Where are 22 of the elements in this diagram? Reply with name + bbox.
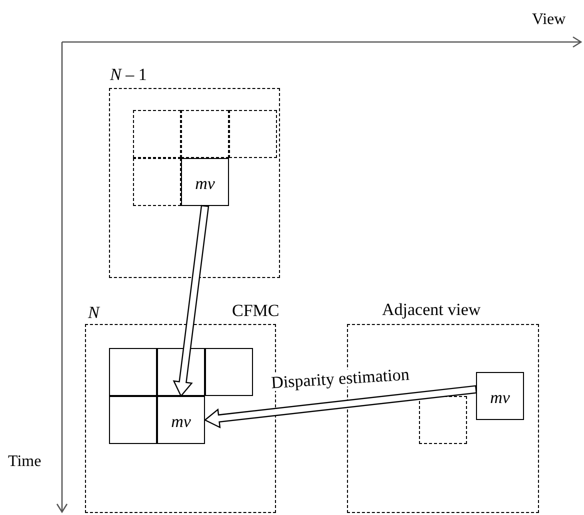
frame-label: N xyxy=(88,302,100,324)
hollow-arrow xyxy=(204,385,478,428)
block-cell xyxy=(205,348,253,396)
block-cell xyxy=(133,158,181,206)
axis-label: Time xyxy=(8,452,42,472)
block-cell xyxy=(229,110,277,158)
cell-label: mv xyxy=(170,411,192,433)
block-cell xyxy=(133,110,181,158)
block-cell xyxy=(157,348,205,396)
block-cell xyxy=(476,372,524,420)
frame-caption: CFMC xyxy=(232,300,280,322)
axis-label: View xyxy=(532,10,566,30)
cell-label: mv xyxy=(194,173,216,195)
cell-label: mv xyxy=(489,387,511,409)
block-cell xyxy=(109,348,157,396)
frame-label: Adjacent view xyxy=(382,299,481,321)
frame-label: N – 1 xyxy=(110,64,147,86)
block-cell xyxy=(181,158,229,206)
hollow-arrow xyxy=(172,204,210,398)
block-cell xyxy=(109,396,157,444)
block-cell xyxy=(157,396,205,444)
block-cell xyxy=(181,110,229,158)
